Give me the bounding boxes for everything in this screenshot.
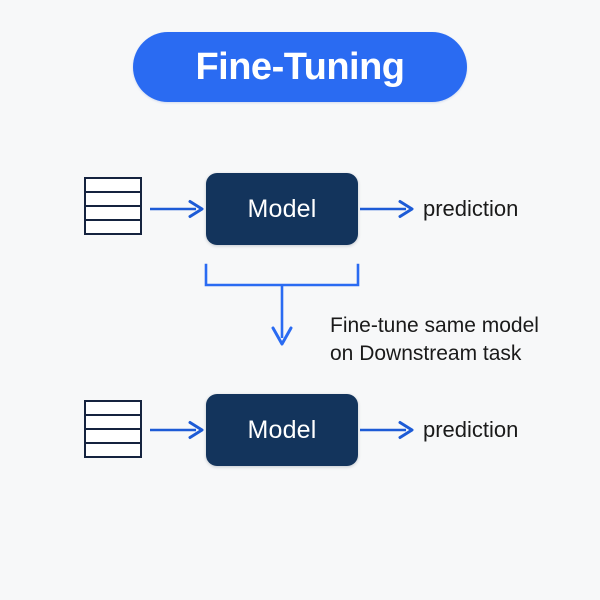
- page-title: Fine-Tuning: [195, 46, 405, 88]
- model-label: Model: [247, 415, 317, 444]
- table-row: [86, 444, 140, 456]
- finetune-note: Fine-tune same model on Downstream task: [330, 314, 539, 365]
- table-row: [86, 207, 140, 221]
- table-icon: [84, 177, 142, 235]
- table-row: [86, 430, 140, 444]
- bracket-down-arrow-icon: [198, 258, 370, 354]
- table-row: [86, 221, 140, 233]
- diagram-title-pill: Fine-Tuning: [133, 32, 467, 102]
- table-row: [86, 179, 140, 193]
- model-box: Model: [206, 394, 358, 466]
- model-box: Model: [206, 173, 358, 245]
- table-icon: [84, 400, 142, 458]
- prediction-label: prediction: [423, 417, 519, 442]
- table-row: [86, 402, 140, 416]
- model-label: Model: [247, 194, 317, 223]
- arrow-right-icon: [360, 197, 416, 221]
- arrow-right-icon: [360, 418, 416, 442]
- arrow-right-icon: [150, 197, 206, 221]
- prediction-label: prediction: [423, 196, 519, 221]
- table-row: [86, 193, 140, 207]
- table-row: [86, 416, 140, 430]
- arrow-right-icon: [150, 418, 206, 442]
